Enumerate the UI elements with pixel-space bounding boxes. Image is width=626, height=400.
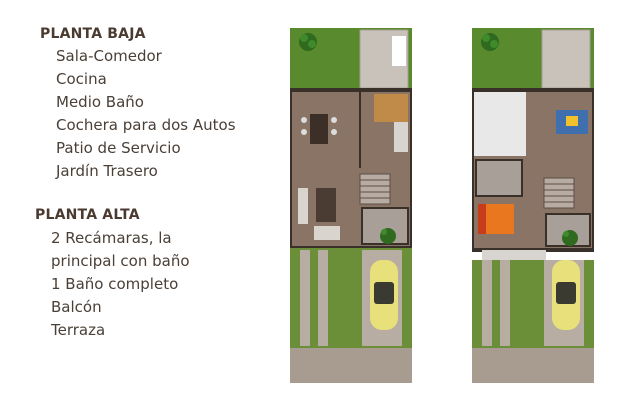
terrace (541, 29, 591, 89)
plant-icon (562, 230, 578, 246)
car-icon (552, 260, 580, 330)
planta-alta-item: Terraza (51, 321, 106, 339)
planta-baja-item: Patio de Servicio (56, 139, 181, 157)
planta-baja-item: Cocina (56, 70, 107, 88)
planta-alta-item: Balcón (51, 298, 102, 316)
full-bath (475, 159, 523, 197)
planta-baja-item: Sala-Comedor (56, 47, 162, 65)
bed-icon (556, 110, 588, 134)
laundry-sink (392, 36, 406, 66)
roof-below (472, 90, 526, 156)
stairs (359, 173, 391, 205)
car-icon (370, 260, 398, 330)
balcony (482, 250, 546, 260)
half-bath (361, 207, 409, 245)
dining-table-icon (301, 114, 337, 144)
sofa-icon (298, 188, 340, 240)
planta-alta-item: 2 Recámaras, la (51, 229, 172, 247)
planta-baja-item: Jardín Trasero (56, 162, 158, 180)
planta-alta-item: principal con baño (51, 252, 190, 270)
street (472, 348, 594, 383)
floor-plan-planta-alta (472, 28, 594, 383)
stairs (543, 177, 575, 209)
planta-baja-item: Medio Baño (56, 93, 144, 111)
street (290, 348, 412, 383)
planta-alta-title: PLANTA ALTA (35, 207, 140, 223)
floor-plan-planta-baja (290, 28, 412, 383)
planta-baja-title: PLANTA BAJA (40, 26, 146, 42)
kitchen-counter (374, 94, 408, 122)
kitchen-appliance (394, 122, 408, 152)
plant-icon (380, 228, 396, 244)
plant-icon (481, 33, 499, 51)
plant-icon (299, 33, 317, 51)
planta-alta-item: 1 Baño completo (51, 275, 179, 293)
planta-baja-item: Cochera para dos Autos (56, 116, 236, 134)
bed-icon (478, 204, 514, 234)
